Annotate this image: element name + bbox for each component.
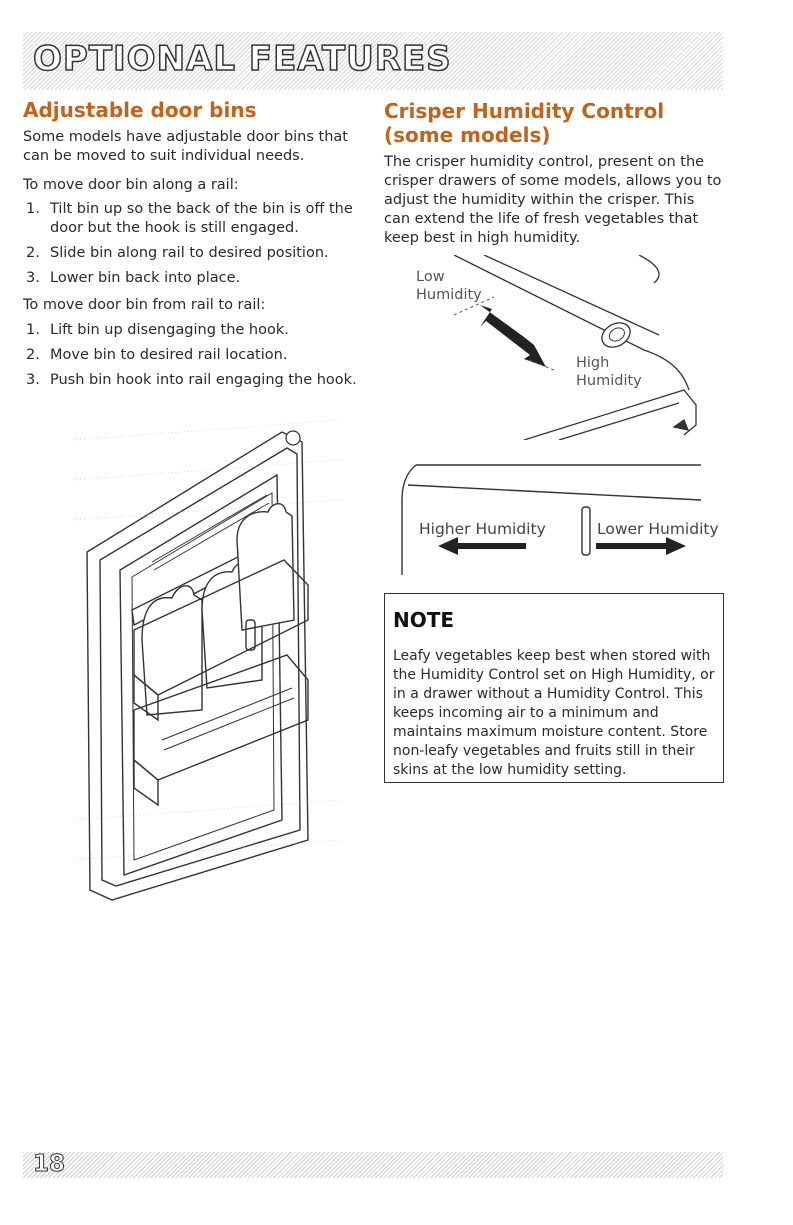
arrow-left-icon	[438, 537, 526, 555]
arrow-right-icon	[596, 537, 686, 555]
page-title: OPTIONAL FEATURES	[32, 38, 452, 80]
door-bin-illustration	[72, 420, 342, 901]
footer-bar: 18	[23, 1151, 723, 1178]
humidity-slider-illustration	[401, 464, 702, 575]
page-number: 18	[32, 1151, 66, 1178]
door-bins-intro: Some models have adjustable door bins th…	[23, 129, 348, 164]
move-rail-label: To move door bin from rail to rail:	[23, 297, 266, 313]
move-along-steps: 1.Tilt bin up so the back of the bin is …	[23, 200, 373, 294]
move-along-label: To move door bin along a rail:	[23, 177, 239, 193]
high-humidity-label: High Humidity	[576, 355, 642, 389]
list-item: 1.Tilt bin up so the back of the bin is …	[26, 201, 353, 236]
list-item: 2.Slide bin along rail to desired positi…	[26, 245, 329, 261]
list-item: 2.Move bin to desired rail location.	[26, 347, 288, 363]
list-item: 3.Push bin hook into rail engaging the h…	[26, 372, 357, 388]
crisper-heading: Crisper Humidity Control (some models)	[384, 99, 665, 147]
section-banner: OPTIONAL FEATURES	[23, 32, 723, 90]
list-item: 3.Lower bin back into place.	[26, 270, 241, 286]
door-bins-heading: Adjustable door bins	[23, 98, 257, 122]
humidity-knob-icon	[601, 322, 631, 348]
humidity-control-illustration	[453, 255, 697, 440]
crisper-intro: The crisper humidity control, present on…	[384, 154, 722, 246]
move-rail-steps: 1.Lift bin up disengaging the hook. 2.Mo…	[23, 321, 373, 396]
note-title: NOTE	[393, 608, 455, 632]
low-humidity-label: Low Humidity	[416, 269, 482, 303]
note-box: NOTE Leafy vegetables keep best when sto…	[384, 593, 724, 783]
note-text: Leafy vegetables keep best when stored w…	[393, 648, 715, 778]
double-arrow-icon	[480, 305, 546, 367]
higher-humidity-label: Higher Humidity	[419, 520, 546, 538]
list-item: 1.Lift bin up disengaging the hook.	[26, 322, 289, 338]
lower-humidity-label: Lower Humidity	[597, 520, 719, 538]
